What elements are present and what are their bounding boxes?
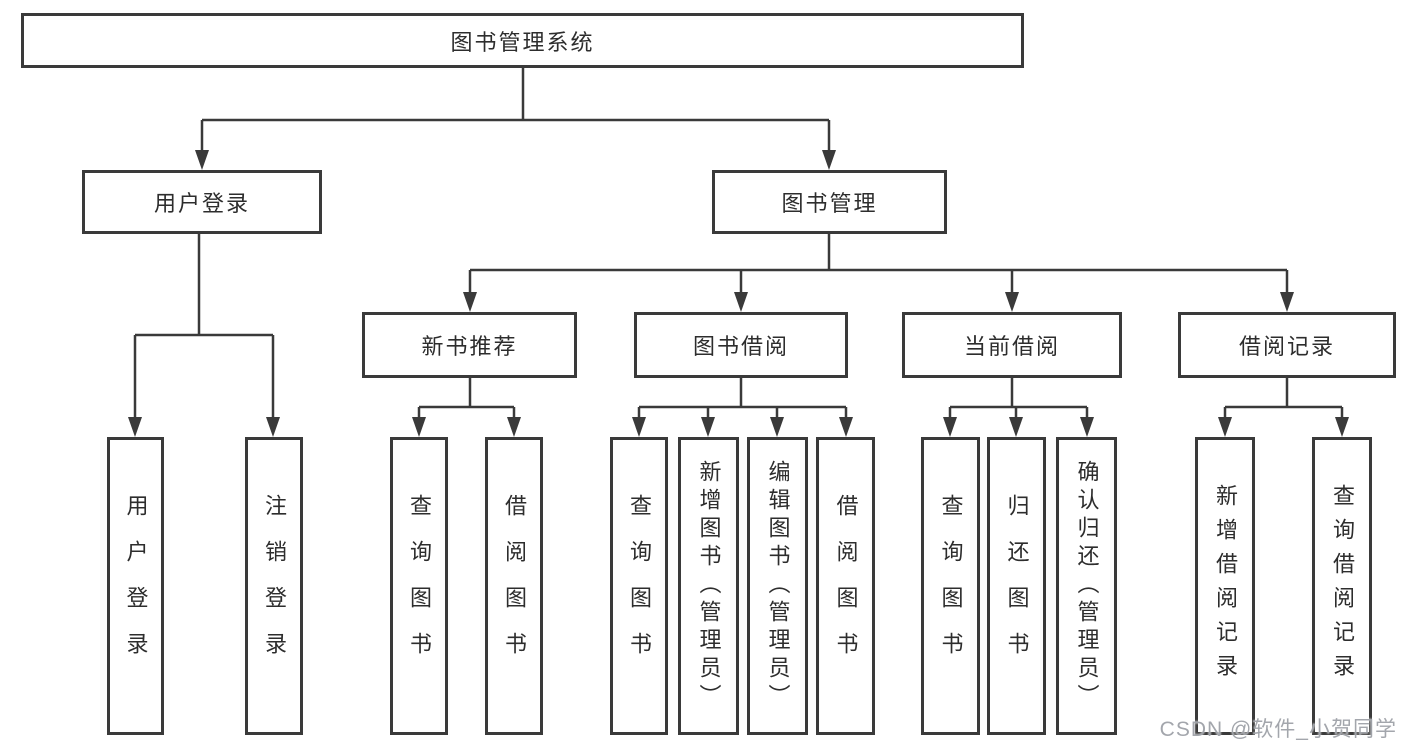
leaf-borrow-books-recommend-label: 借阅图书 xyxy=(502,494,527,678)
leaf-return-books-label: 归还图书 xyxy=(1004,494,1030,678)
leaf-logout-label: 注销登录 xyxy=(262,494,287,678)
leaf-query-books-current-label: 查询图书 xyxy=(938,494,964,678)
leaf-add-book-admin-label: 新增图书（管理员） xyxy=(696,460,722,712)
leaf-confirm-return-admin: 确认归还（管理员） xyxy=(1056,437,1117,735)
node-current-borrowing: 当前借阅 xyxy=(902,312,1122,378)
leaf-add-borrow-record-label: 新增借阅记录 xyxy=(1213,484,1238,688)
leaf-add-borrow-record: 新增借阅记录 xyxy=(1195,437,1255,735)
node-new-book-recommendation: 新书推荐 xyxy=(362,312,577,378)
node-borrowing-records: 借阅记录 xyxy=(1178,312,1396,378)
node-book-borrowing: 图书借阅 xyxy=(634,312,848,378)
leaf-query-books-borrowing: 查询图书 xyxy=(610,437,668,735)
leaf-edit-book-admin-label: 编辑图书（管理员） xyxy=(765,460,791,712)
leaf-query-books-recommend-label: 查询图书 xyxy=(407,494,432,678)
leaf-query-books-borrowing-label: 查询图书 xyxy=(627,494,652,678)
node-user-login: 用户登录 xyxy=(82,170,322,234)
csdn-watermark: CSDN @软件_小贺同学 xyxy=(1159,718,1397,741)
leaf-user-login-label: 用户登录 xyxy=(123,494,149,678)
leaf-query-books-current: 查询图书 xyxy=(921,437,980,735)
leaf-confirm-return-admin-label: 确认归还（管理员） xyxy=(1074,460,1100,712)
leaf-query-borrow-record-label: 查询借阅记录 xyxy=(1330,484,1355,688)
leaf-borrow-books-recommend: 借阅图书 xyxy=(485,437,543,735)
leaf-user-login: 用户登录 xyxy=(107,437,164,735)
leaf-add-book-admin: 新增图书（管理员） xyxy=(678,437,739,735)
leaf-logout: 注销登录 xyxy=(245,437,303,735)
leaf-return-books: 归还图书 xyxy=(987,437,1046,735)
leaf-query-books-recommend: 查询图书 xyxy=(390,437,448,735)
leaf-edit-book-admin: 编辑图书（管理员） xyxy=(747,437,808,735)
node-book-management: 图书管理 xyxy=(712,170,947,234)
leaf-borrow-books-borrowing: 借阅图书 xyxy=(816,437,875,735)
root-node-library-system: 图书管理系统 xyxy=(21,13,1024,68)
leaf-query-borrow-record: 查询借阅记录 xyxy=(1312,437,1372,735)
leaf-borrow-books-borrowing-label: 借阅图书 xyxy=(833,494,859,678)
